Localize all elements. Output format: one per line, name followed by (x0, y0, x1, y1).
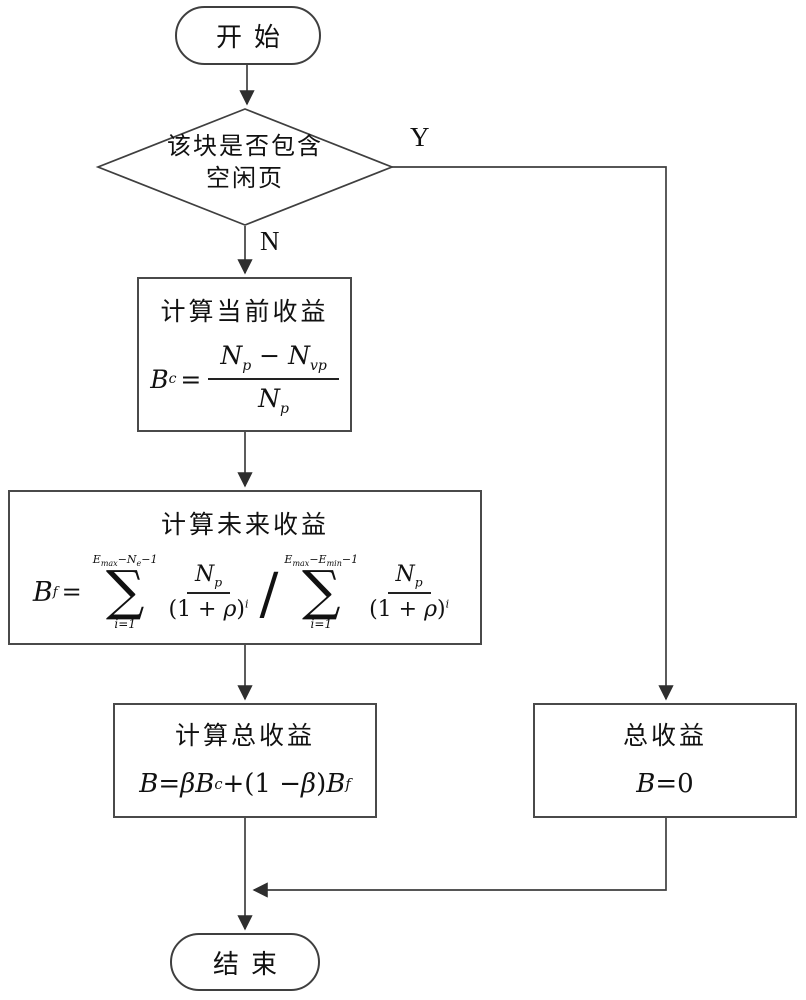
edge-decision-to-zero (392, 166, 674, 701)
start-label: 开始 (215, 23, 292, 52)
tok: max (292, 559, 310, 569)
summation-2-upper-limit: Emax−Emin−1 (284, 554, 358, 568)
no-branch-label: N (260, 226, 280, 256)
tok: + (222, 769, 245, 799)
tok: E (284, 553, 293, 567)
decision-line1: 该块是否包含 (167, 134, 323, 160)
summation-1: Emax−Ne−1 ∑ i=1 (93, 554, 158, 629)
fraction-2: Np (1 + ρ)i (361, 562, 457, 622)
tok: ) (437, 597, 446, 623)
tok: vp (309, 358, 327, 374)
tok: p (214, 575, 223, 590)
fraction-numerator: Np − Nvp (208, 340, 339, 380)
tok: N (220, 341, 243, 370)
summation-2-lower-limit: i=1 (310, 616, 333, 631)
sigma-icon: ∑ (301, 559, 341, 623)
tok: ρ (424, 597, 438, 623)
tok: c (214, 775, 223, 793)
tok: − (117, 553, 127, 567)
fraction-1-denominator: (1 + ρ)i (160, 594, 256, 622)
tok: − (309, 553, 319, 567)
tok: min (326, 559, 342, 569)
tok: = (158, 769, 181, 799)
tok: N (288, 341, 310, 370)
tok: B (636, 769, 656, 799)
tok: f (345, 775, 351, 793)
tok: N (395, 561, 415, 587)
tok: e (136, 559, 142, 569)
end-node: 结束 (170, 933, 320, 991)
decision-node-label: 该块是否包含 空闲页 (98, 131, 392, 195)
tok: −1 (141, 553, 158, 567)
tok: B (150, 364, 169, 394)
tok: ) (316, 769, 327, 799)
decision-diamond-shape (95, 108, 395, 226)
tok: f (52, 584, 58, 600)
start-node: 开始 (175, 6, 321, 65)
tok: −1 (341, 553, 359, 567)
tok: ρ (223, 597, 237, 623)
tok: ) (236, 597, 246, 623)
tok: B (326, 769, 346, 799)
decision-line2: 空闲页 (206, 166, 284, 192)
tok: N (126, 553, 137, 567)
tok: p (242, 358, 252, 374)
tok: B (139, 769, 159, 799)
summation-1-lower-limit: i=1 (114, 616, 136, 631)
tok: (1 − (244, 769, 302, 799)
summation-1-upper-limit: Emax−Ne−1 (93, 554, 158, 568)
fraction: Np − Nvp Np (208, 340, 339, 418)
future-benefit-title: 计算未来收益 (160, 512, 329, 539)
tok: B (32, 576, 53, 608)
sigma-icon: ∑ (105, 559, 145, 623)
fraction-denominator: Np (246, 380, 301, 418)
tok: E (92, 553, 101, 567)
tok: c (168, 371, 177, 387)
fraction-1: Np (1 + ρ)i (160, 562, 256, 622)
tok: i (445, 597, 450, 611)
current-benefit-title: 计算当前收益 (160, 299, 329, 326)
tok: N (194, 561, 215, 587)
zero-benefit-formula: B=0 (636, 752, 693, 816)
tok: (1 + (168, 597, 224, 623)
tok: − (259, 341, 281, 370)
zero-benefit-title: 总收益 (622, 723, 707, 750)
tok: =0 (655, 769, 694, 799)
tok: β (180, 769, 196, 799)
tok: p (414, 575, 423, 590)
fraction-2-denominator: (1 + ρ)i (361, 594, 457, 622)
tok: = (61, 578, 82, 606)
yes-branch-label: Y (410, 122, 430, 152)
fraction-1-numerator: Np (186, 561, 231, 595)
total-benefit-title: 计算总收益 (174, 723, 315, 750)
tok: β (301, 769, 317, 799)
tok: i (245, 597, 249, 611)
zero-benefit-box: 总收益 B=0 (533, 703, 797, 818)
edge-zero-to-merge (252, 818, 667, 898)
tok: N (258, 384, 281, 413)
fraction-2-numerator: Np (387, 561, 431, 595)
tok: B (195, 769, 215, 799)
tok: max (100, 559, 118, 569)
division-slash: / (259, 561, 279, 627)
tok: (1 + (369, 597, 425, 623)
tok: = (180, 364, 202, 394)
end-label: 结束 (212, 949, 289, 979)
tok: E (318, 553, 327, 567)
summation-2: Emax−Emin−1 ∑ i=1 (284, 554, 358, 629)
tok: p (280, 401, 289, 417)
